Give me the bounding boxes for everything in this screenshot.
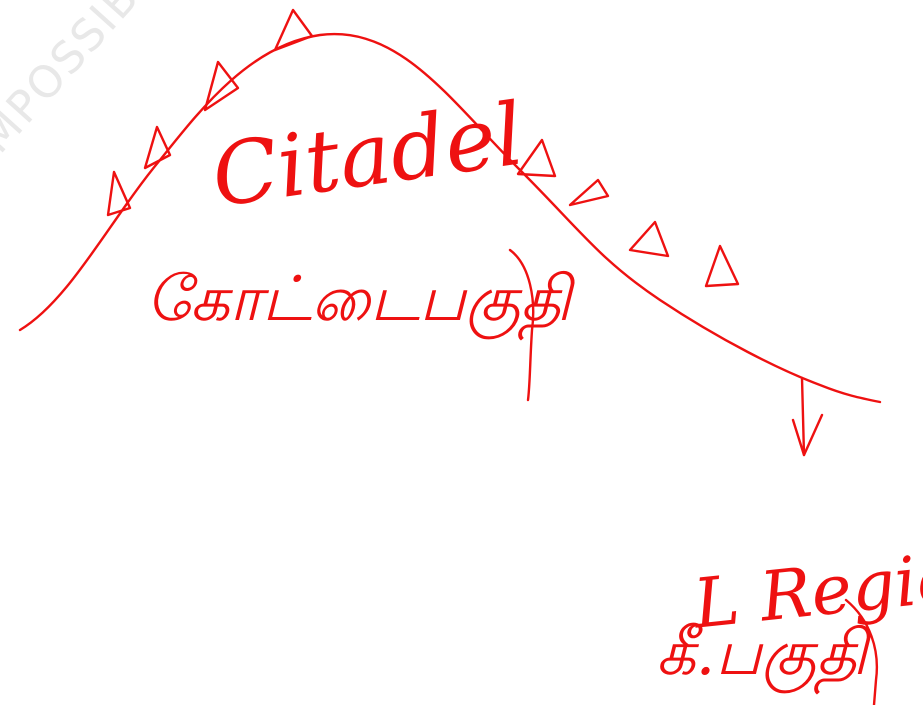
down-arrow-icon: [793, 378, 822, 455]
triangle-marker-icon: [706, 246, 738, 286]
hill-profile-curve: [20, 34, 880, 402]
triangle-marker-icon: [145, 127, 170, 168]
triangle-marker-icon: [205, 62, 238, 110]
triangle-marker-icon: [570, 180, 608, 205]
triangle-marker-icon: [275, 10, 312, 50]
citadel-tamil-label: கோட்டைபகுதி: [146, 262, 571, 344]
l-region-tamil-label: கீ.பகுதி: [656, 616, 867, 698]
triangle-marker-icon: [108, 172, 130, 215]
triangle-marker-icon: [630, 222, 668, 256]
